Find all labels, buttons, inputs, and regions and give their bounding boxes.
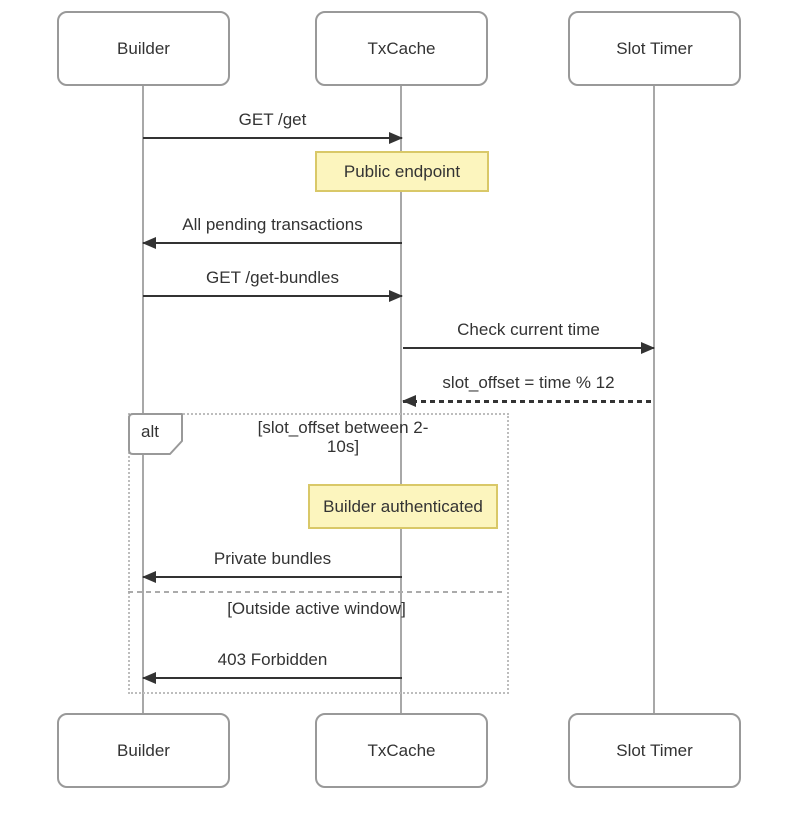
actor-label-txcache: TxCache: [367, 740, 436, 760]
arrowhead-right-icon: [641, 342, 655, 354]
message-slot-offset: slot_offset = time % 12: [402, 373, 654, 407]
alt-condition-2: [Outside active window]: [227, 599, 406, 618]
message-label: Private bundles: [213, 549, 332, 568]
actor-label-builder: Builder: [117, 38, 170, 58]
note-public-endpoint: Public endpoint: [315, 151, 489, 192]
alt-label-shape: [128, 413, 183, 455]
alt-frame: [128, 413, 509, 694]
arrowhead-left-icon: [142, 571, 156, 583]
lifeline-builder: [142, 85, 144, 714]
message-get: GET /get: [143, 110, 403, 144]
message-all-pending-transactions: All pending transactions: [142, 215, 402, 249]
message-label: Check current time: [457, 320, 600, 339]
message-check-current-time: Check current time: [403, 320, 655, 354]
actor-box-txcache-top: TxCache: [315, 11, 488, 86]
actor-box-slot-timer-bottom: Slot Timer: [568, 713, 741, 788]
message-label: 403 Forbidden: [217, 650, 328, 669]
message-get-bundles: GET /get-bundles: [143, 268, 403, 302]
message-label: slot_offset = time % 12: [442, 373, 615, 392]
message-label: GET /get-bundles: [206, 268, 339, 287]
arrowhead-right-icon: [389, 132, 403, 144]
message-label: All pending transactions: [182, 215, 363, 234]
actor-label-builder: Builder: [117, 740, 170, 760]
note-text: Public endpoint: [343, 161, 461, 181]
message-line: [143, 295, 402, 297]
actor-label-slot-timer: Slot Timer: [616, 740, 693, 760]
message-private-bundles: Private bundles: [142, 549, 402, 583]
alt-label: alt: [128, 413, 184, 455]
note-builder-authenticated: Builder authenticated: [308, 484, 498, 529]
lifeline-txcache: [400, 85, 402, 714]
alt-else-divider: [128, 591, 505, 593]
message-line: [143, 242, 402, 244]
message-line: [143, 576, 402, 578]
note-text: Builder authenticated: [323, 496, 483, 516]
message-line-dashed: [403, 400, 654, 403]
alt-label-text: alt: [141, 422, 159, 441]
actor-box-txcache-bottom: TxCache: [315, 713, 488, 788]
lifeline-slot-timer: [653, 85, 655, 714]
message-403-forbidden: 403 Forbidden: [142, 650, 402, 684]
arrowhead-left-icon: [402, 395, 416, 407]
arrowhead-left-icon: [142, 672, 156, 684]
message-label: GET /get: [238, 110, 307, 129]
arrowhead-left-icon: [142, 237, 156, 249]
message-line: [143, 137, 402, 139]
actor-box-builder-top: Builder: [57, 11, 230, 86]
arrowhead-right-icon: [389, 290, 403, 302]
alt-condition-1: [slot_offset between 2-10s]: [257, 418, 429, 456]
message-line: [403, 347, 654, 349]
actor-label-txcache: TxCache: [367, 38, 436, 58]
actor-label-slot-timer: Slot Timer: [616, 38, 693, 58]
actor-box-slot-timer-top: Slot Timer: [568, 11, 741, 86]
actor-box-builder-bottom: Builder: [57, 713, 230, 788]
message-line: [143, 677, 402, 679]
